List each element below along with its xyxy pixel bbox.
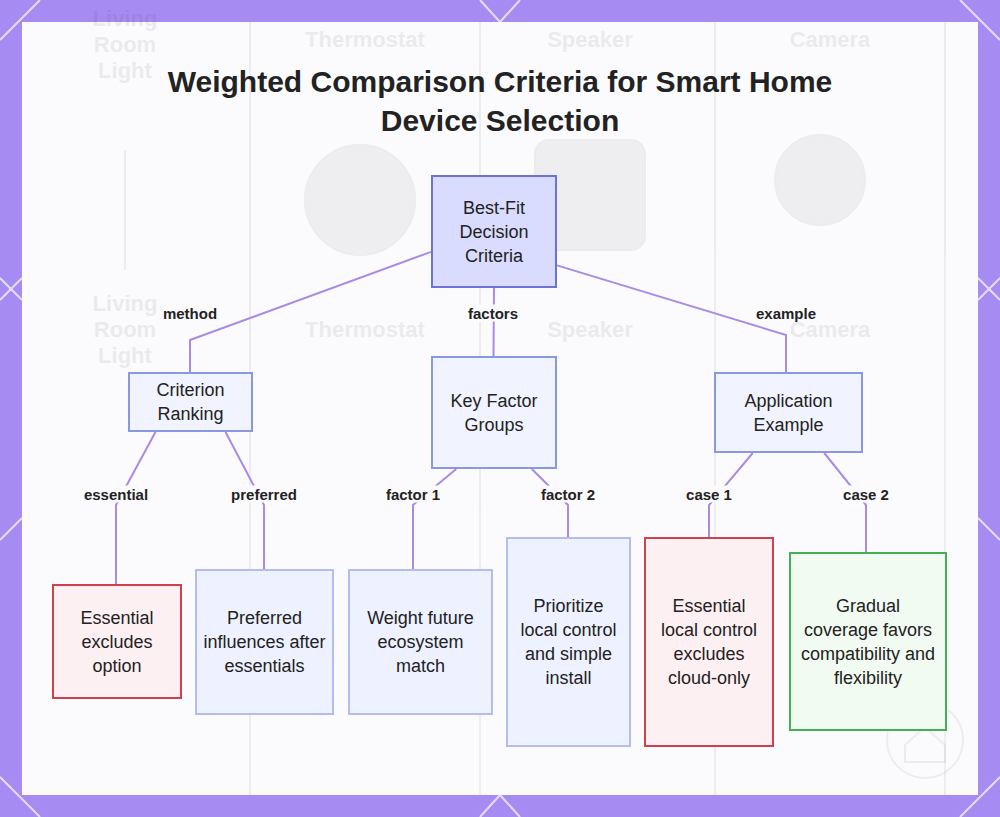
edge-label: method (161, 305, 219, 322)
box-text: Gradual coverage favors compatibility an… (797, 594, 939, 690)
process-box: Prioritize local control and simple inst… (506, 537, 631, 747)
background-label: Thermostat (265, 317, 465, 343)
box-text: Key Factor Groups (439, 389, 549, 437)
box-text: Application Example (722, 389, 855, 437)
box-text: Best-Fit Decision Criteria (439, 196, 549, 268)
process-box: Weight future ecosystem match (348, 569, 493, 715)
box-text: Criterion Ranking (136, 378, 245, 426)
edge-label: essential (82, 486, 150, 503)
process-box: Criterion Ranking (128, 372, 253, 432)
edge-label: factor 2 (539, 486, 597, 503)
box-text: Essential local control excludes cloud-o… (652, 594, 766, 690)
edge-label: factors (466, 305, 520, 322)
process-box: Application Example (714, 372, 863, 453)
box-text: Prioritize local control and simple inst… (514, 594, 623, 690)
edge-label: factor 1 (384, 486, 442, 503)
process-box: Gradual coverage favors compatibility an… (789, 552, 947, 731)
background-label: Thermostat (265, 27, 465, 53)
background-label: Living Room Light (65, 6, 185, 84)
edge-label: preferred (229, 486, 299, 503)
background-label: Speaker (490, 27, 690, 53)
background-label: Living Room Light (65, 291, 185, 369)
connector-line (413, 469, 456, 569)
process-box: Key Factor Groups (431, 356, 557, 469)
background-label: Camera (730, 27, 930, 53)
process-box: Essential excludes option (52, 584, 182, 699)
connector-line (532, 469, 568, 537)
process-box: Essential local control excludes cloud-o… (644, 537, 774, 747)
box-text: Essential excludes option (60, 606, 174, 678)
connector-line (824, 453, 866, 552)
edge-label: case 1 (684, 486, 734, 503)
process-box: Best-Fit Decision Criteria (431, 175, 557, 288)
connector-line (190, 252, 431, 372)
edge-label: case 2 (841, 486, 891, 503)
diagram-title: Weighted Comparison Criteria for Smart H… (150, 62, 850, 140)
edge-label: example (754, 305, 818, 322)
box-text: Preferred influences after essentials (203, 606, 326, 678)
connector-line (116, 432, 156, 584)
process-box: Preferred influences after essentials (195, 569, 334, 715)
box-text: Weight future ecosystem match (356, 606, 485, 678)
